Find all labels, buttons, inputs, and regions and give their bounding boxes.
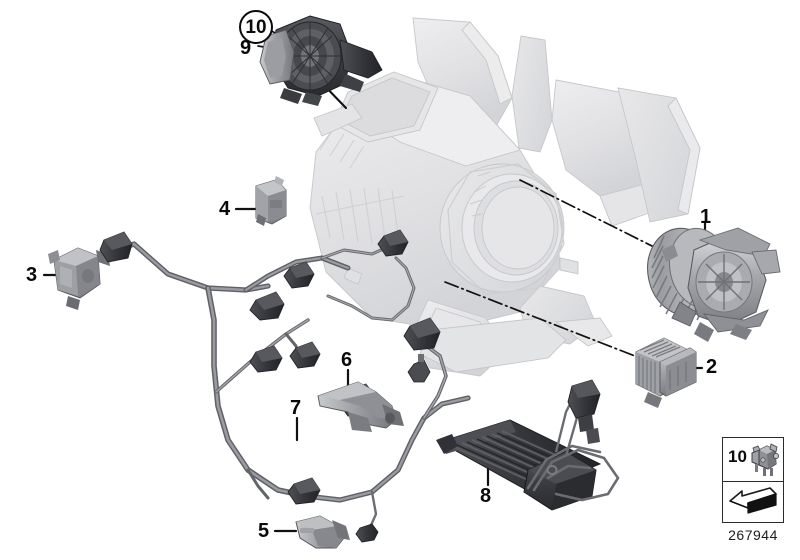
callout-3: 3 <box>26 264 38 286</box>
callout-4: 4 <box>219 198 231 220</box>
wiring-harness <box>115 241 471 534</box>
callout-5: 5 <box>258 520 270 542</box>
legend-arrow-row <box>723 482 783 522</box>
callout-9: 9 <box>240 37 252 59</box>
callout-8: 8 <box>480 485 492 507</box>
legend-part-row: 10 <box>723 438 783 482</box>
blower-regulator <box>635 337 697 408</box>
connector-part-icon <box>751 443 779 476</box>
callout-2: 2 <box>706 356 718 378</box>
auxiliary-heater <box>436 379 620 511</box>
blower-assembly-top <box>259 15 383 106</box>
harness-clip <box>317 381 404 432</box>
sensor-probe <box>295 515 350 549</box>
direction-arrow-icon <box>729 487 777 514</box>
diagram-number: 267944 <box>728 527 778 543</box>
actuator-left <box>48 247 110 310</box>
callout-6: 6 <box>341 349 353 371</box>
blower-motor <box>647 227 781 342</box>
callout-1: 1 <box>700 206 712 228</box>
hvac-housing-ghost <box>309 17 701 377</box>
actuator-upper <box>255 176 287 226</box>
callout-10-circled: 10 <box>239 10 273 44</box>
legend-box: 10 <box>722 437 784 523</box>
legend-number: 10 <box>728 447 747 466</box>
callout-7: 7 <box>290 397 302 419</box>
